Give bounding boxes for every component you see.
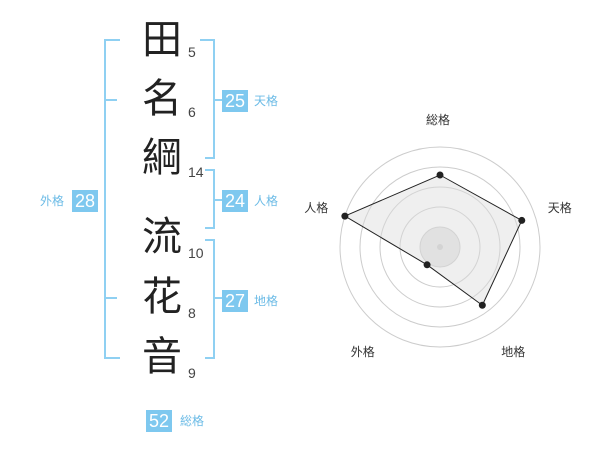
chikaku-value: 27 xyxy=(222,290,248,312)
gaikaku-label: 外格 xyxy=(40,194,65,208)
stroke-count-6: 9 xyxy=(188,365,196,381)
soukaku-value: 52 xyxy=(146,410,172,432)
tenkaku-label: 天格 xyxy=(254,94,279,108)
radar-ring-2 xyxy=(399,206,481,288)
radar-point-2 xyxy=(518,216,526,224)
stroke-count-1: 5 xyxy=(188,44,196,60)
jinkaku-label: 人格 xyxy=(254,194,279,208)
gaikaku-bracket xyxy=(104,39,120,359)
jinkaku-value: 24 xyxy=(222,190,248,212)
radar-point-5 xyxy=(341,212,349,220)
radar-center xyxy=(437,244,443,250)
radar-axis-label-2: 天格 xyxy=(547,201,572,216)
radar-axis-label-5: 人格 xyxy=(304,201,329,216)
name-char-3: 綱 xyxy=(142,135,182,181)
stroke-count-5: 8 xyxy=(188,305,196,321)
soukaku-label: 総格 xyxy=(180,414,205,428)
radar-point-1 xyxy=(436,171,444,179)
radar-polygon xyxy=(343,174,523,307)
radar-point-4 xyxy=(423,261,431,269)
name-char-4: 流 xyxy=(142,214,182,260)
radar-point-3 xyxy=(478,301,486,309)
name-char-1: 田 xyxy=(142,17,182,63)
gaikaku-value: 28 xyxy=(72,190,98,212)
radar-ring-3 xyxy=(379,186,501,308)
name-char-5: 花 xyxy=(142,274,182,320)
radar-axis-label-4: 外格 xyxy=(350,344,375,359)
name-char-6: 音 xyxy=(142,334,182,380)
radar-ring-4 xyxy=(359,166,521,328)
tenkaku-value: 25 xyxy=(222,90,248,112)
name-char-2: 名 xyxy=(142,76,182,122)
radar-axis-label-3: 地格 xyxy=(501,344,526,359)
chikaku-label: 地格 xyxy=(254,294,279,308)
radar-axis-label-1: 総格 xyxy=(426,113,451,127)
radar-ring-5 xyxy=(339,146,541,348)
stroke-count-3: 14 xyxy=(188,164,204,180)
stroke-count-4: 10 xyxy=(188,245,204,261)
stroke-count-2: 6 xyxy=(188,104,196,120)
